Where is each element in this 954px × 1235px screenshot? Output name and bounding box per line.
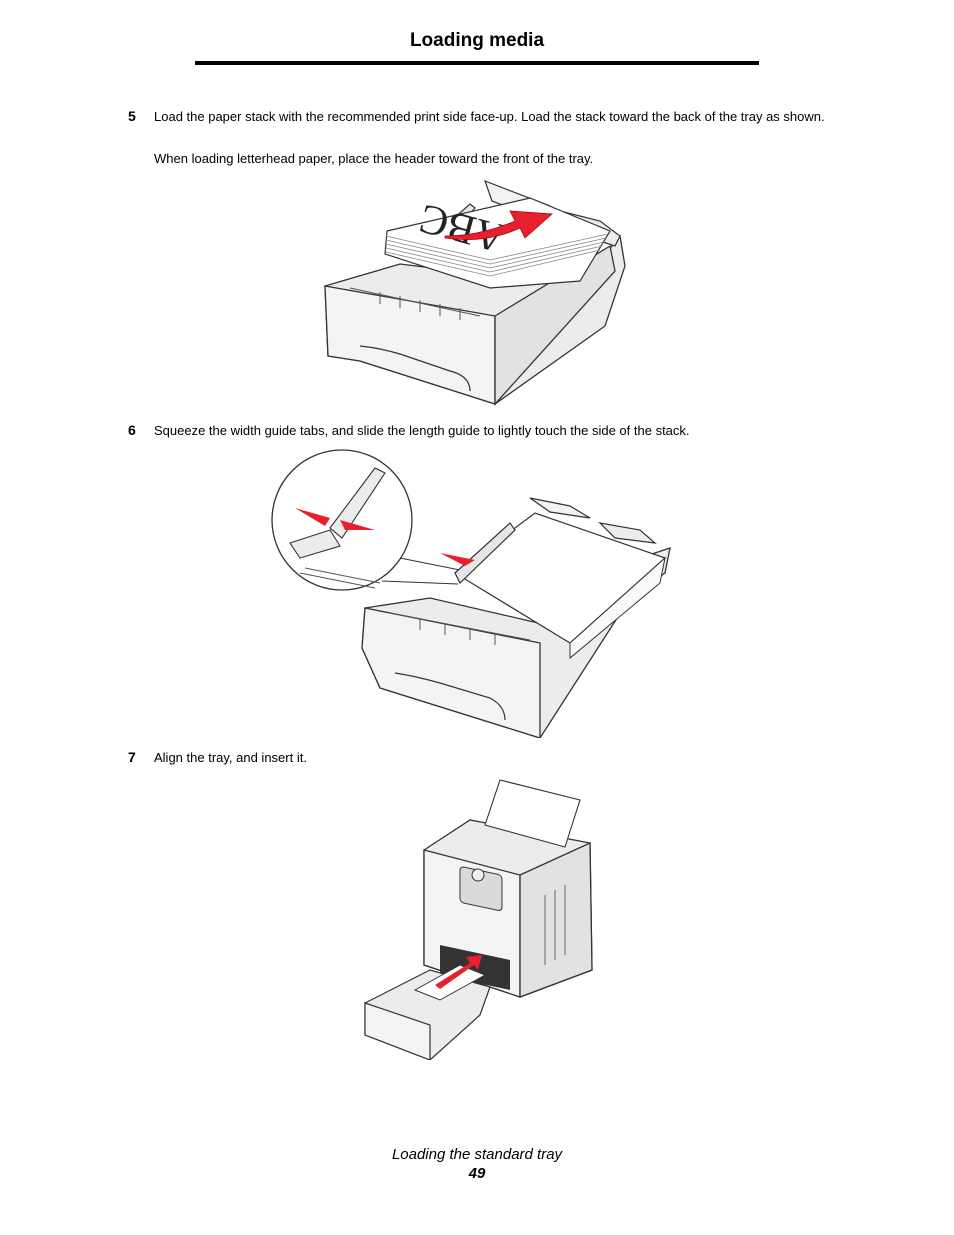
step-5-text: Load the paper stack with the recommende… — [154, 109, 825, 124]
step-7-number: 7 — [128, 749, 136, 765]
header-rule — [195, 61, 759, 65]
squeeze-arrow-icon — [440, 553, 475, 566]
width-guide-illustration — [271, 449, 671, 738]
page-header-title: Loading media — [409, 30, 545, 51]
step-5-number: 5 — [128, 108, 136, 124]
footer-section-title: Loading the standard tray — [391, 1146, 563, 1163]
direction-arrow-icon — [444, 210, 553, 240]
load-paper-stack-illustration: ABC — [324, 179, 626, 406]
step-6-text: Squeeze the width guide tabs, and slide … — [154, 423, 690, 438]
step-5-note: When loading letterhead paper, place the… — [154, 151, 594, 166]
step-7-text: Align the tray, and insert it. — [154, 750, 307, 765]
insert-arrow-icon — [435, 955, 482, 989]
insert-tray-illustration — [364, 779, 593, 1060]
footer-page-number: 49 — [468, 1165, 486, 1182]
step-6-number: 6 — [128, 422, 136, 438]
